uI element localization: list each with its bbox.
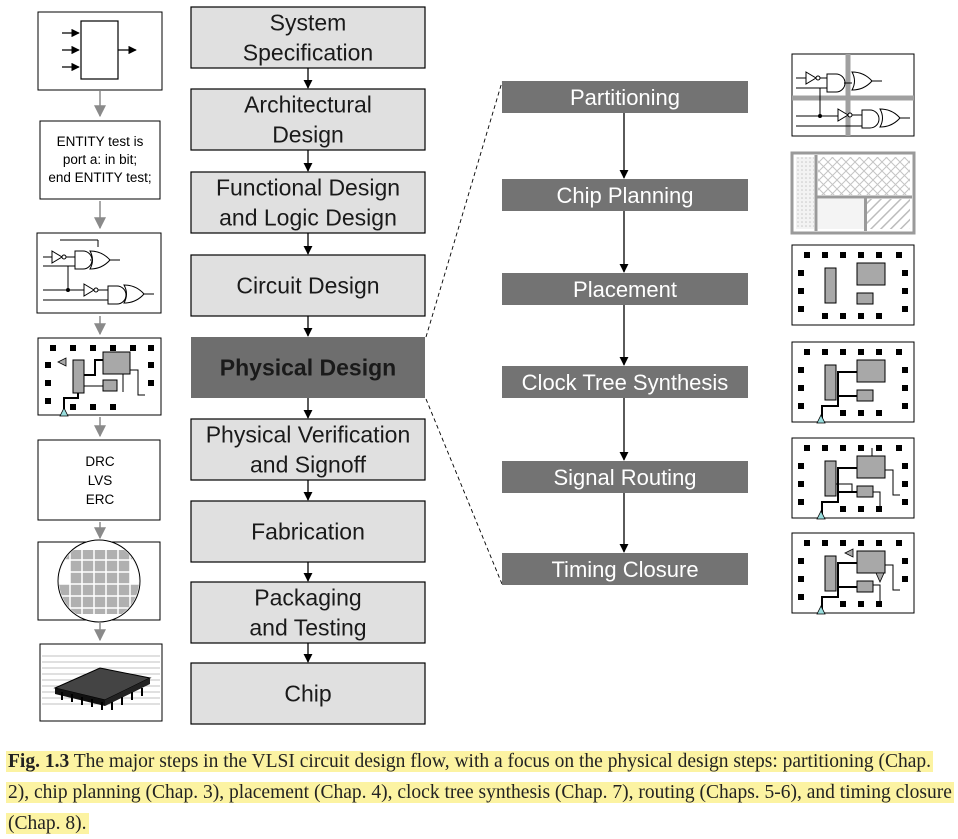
flow-step-5: Physical Design: [191, 337, 425, 398]
figure-caption: Fig. 1.3 The major steps in the VLSI cir…: [6, 746, 954, 839]
gate-schematic-icon: [36, 232, 162, 314]
erc-label: ERC: [86, 492, 115, 507]
physical-step-label: Placement: [573, 277, 677, 302]
physical-step-1: Partitioning: [502, 81, 748, 113]
physical-step-box: [502, 81, 748, 113]
physical-step-label: Chip Planning: [557, 183, 694, 208]
signal-routing-icon: [791, 437, 915, 520]
flow-step-box: [190, 418, 426, 481]
flow-step-label: and Signoff: [250, 452, 367, 478]
flow-step-8: Packaging and Testing: [190, 581, 426, 644]
logic-block-icon: [37, 11, 163, 91]
physical-step-label: Partitioning: [570, 85, 680, 110]
drc-label: DRC: [85, 454, 114, 469]
chip-planning-icon: [790, 151, 916, 235]
flow-step-label: Fabrication: [251, 519, 365, 545]
physical-step-6: Timing Closure: [502, 553, 748, 585]
flow-step-box: [190, 171, 426, 234]
physical-step-4: Clock Tree Synthesis: [502, 366, 748, 398]
chip-package-icon: [39, 643, 163, 722]
placement-icon: [791, 244, 915, 326]
flow-step-label: Chip: [284, 681, 331, 707]
caption-text: The major steps in the VLSI circuit desi…: [8, 751, 952, 834]
flow-step-box: [190, 254, 426, 317]
lvs-label: LVS: [88, 473, 113, 488]
physical-step-box: [502, 273, 748, 305]
flow-step-box: [190, 662, 426, 725]
physical-step-5: Signal Routing: [502, 461, 748, 493]
flow-step-9: Chip: [190, 662, 426, 725]
timing-closure-icon: [791, 532, 915, 615]
flow-step-7: Fabrication: [190, 500, 426, 563]
flow-step-3: Functional Design and Logic Design: [190, 171, 426, 234]
partitioning-icon: [791, 53, 915, 137]
flow-step-label: Physical Verification: [206, 422, 411, 448]
physical-step-3: Placement: [502, 273, 748, 305]
flow-step-4: Circuit Design: [190, 254, 426, 317]
flow-step-label: and Testing: [249, 615, 366, 641]
flow-step-label: Functional Design: [216, 175, 400, 201]
physical-step-label: Timing Closure: [551, 557, 698, 582]
flow-step-box: [190, 581, 426, 644]
flow-step-label: and Logic Design: [219, 205, 397, 231]
flow-step-box: [190, 500, 426, 563]
right-icon-column: [790, 53, 916, 615]
flow-step-label: Architectural: [244, 92, 372, 118]
hdl-line-2: port a: in bit;: [63, 152, 137, 167]
physical-step-2: Chip Planning: [502, 179, 748, 211]
hdl-code-icon: ENTITY test is port a: in bit; end ENTIT…: [39, 120, 161, 200]
flow-step-label: Design: [272, 122, 344, 148]
main-design-flow: SystemSpecificationArchitecturalDesignFu…: [190, 6, 426, 725]
left-icon-column: ENTITY test is port a: in bit; end ENTIT…: [36, 11, 163, 722]
physical-step-box: [502, 179, 748, 211]
flow-step-box: [190, 88, 426, 151]
physical-step-box: [502, 461, 748, 493]
hdl-line-1: ENTITY test is: [57, 134, 144, 149]
flow-step-label: Specification: [243, 40, 373, 66]
flow-step-label: System: [270, 10, 347, 36]
physical-step-box: [502, 553, 748, 585]
physical-step-label: Signal Routing: [553, 465, 696, 490]
flow-step-box: [190, 6, 426, 69]
expansion-guide-lines: [425, 81, 503, 585]
physical-step-label: Clock Tree Synthesis: [522, 370, 729, 395]
flow-step-label: Packaging: [254, 585, 361, 611]
layout-icon: [37, 337, 162, 417]
flow-step-label: Physical Design: [220, 355, 396, 381]
flow-step-box: [191, 337, 425, 398]
flow-step-6: Physical Verification and Signoff: [190, 418, 426, 481]
physical-step-box: [502, 366, 748, 398]
verification-checks-icon: DRC LVS ERC: [37, 439, 161, 521]
hdl-line-3: end ENTITY test;: [48, 170, 151, 185]
figure-label: Fig. 1.3: [8, 751, 70, 772]
clock-tree-icon: [791, 341, 915, 424]
wafer-icon: [37, 539, 161, 623]
flow-step-label: Circuit Design: [236, 273, 379, 299]
